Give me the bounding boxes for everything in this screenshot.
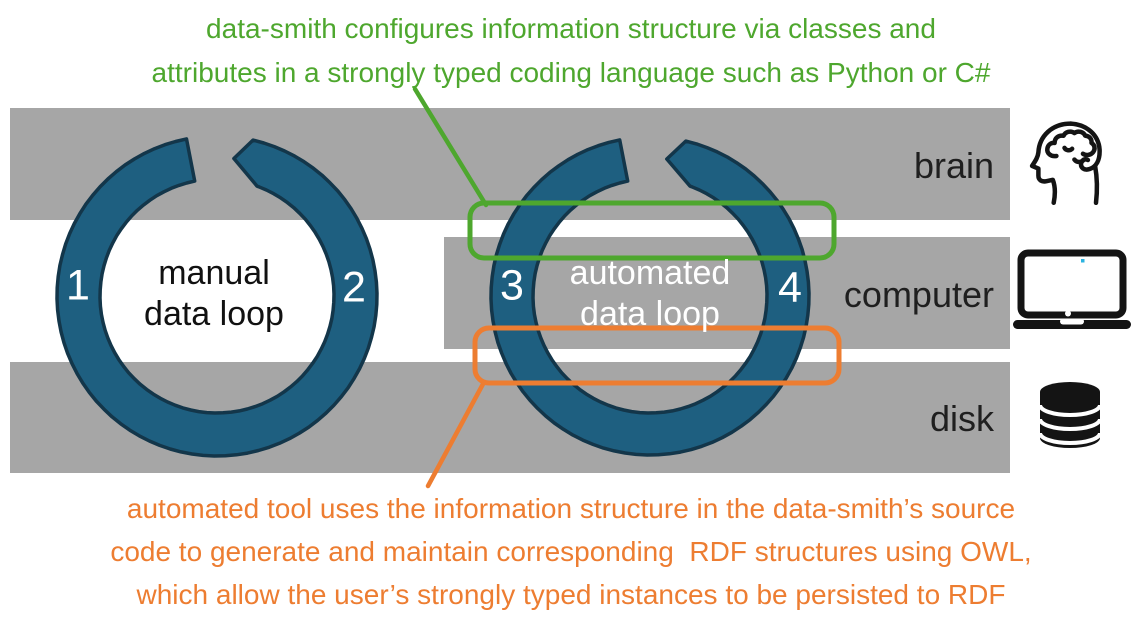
- automated-loop-ring: [489, 138, 811, 457]
- band-label-brain: brain: [913, 145, 994, 186]
- orange-annotation-line-1: automated tool uses the information stru…: [126, 493, 1016, 524]
- green-callout-box: [467, 200, 837, 261]
- step-number-4: 4: [778, 263, 802, 312]
- automated-loop-label-line-1: automated: [569, 254, 731, 292]
- brain-icon: [1029, 121, 1102, 206]
- orange-callout-connector: [425, 381, 486, 489]
- orange-annotation-line-3: which allow the user’s strongly typed in…: [136, 579, 1006, 610]
- step-number-1: 1: [66, 261, 90, 310]
- orange-annotation-line-2: code to generate and maintain correspond…: [110, 536, 1032, 567]
- manual-loop-ring: [55, 137, 379, 458]
- automated-loop-label-line-2: data loop: [580, 295, 720, 333]
- step-number-3: 3: [500, 261, 524, 310]
- green-annotation-line-1: data-smith configures information struct…: [206, 13, 936, 44]
- green-annotation-text: data-smith configures information struct…: [0, 7, 1142, 95]
- manual-loop-label-line-1: manual: [158, 254, 270, 292]
- database-icon: [1038, 382, 1102, 448]
- manual-loop-label: manual data loop: [64, 253, 364, 335]
- orange-annotation-text: automated tool uses the information stru…: [0, 487, 1142, 616]
- laptop-icon: [1013, 249, 1131, 329]
- automated-loop-label: automated data loop: [500, 253, 800, 335]
- band-label-computer: computer: [843, 274, 994, 315]
- green-callout-connector: [412, 86, 489, 208]
- band-label-disk: disk: [929, 398, 994, 439]
- manual-loop-label-line-2: data loop: [144, 295, 284, 333]
- orange-callout-box: [472, 325, 842, 386]
- green-annotation-line-2: attributes in a strongly typed coding la…: [151, 57, 991, 88]
- step-number-2: 2: [342, 263, 366, 312]
